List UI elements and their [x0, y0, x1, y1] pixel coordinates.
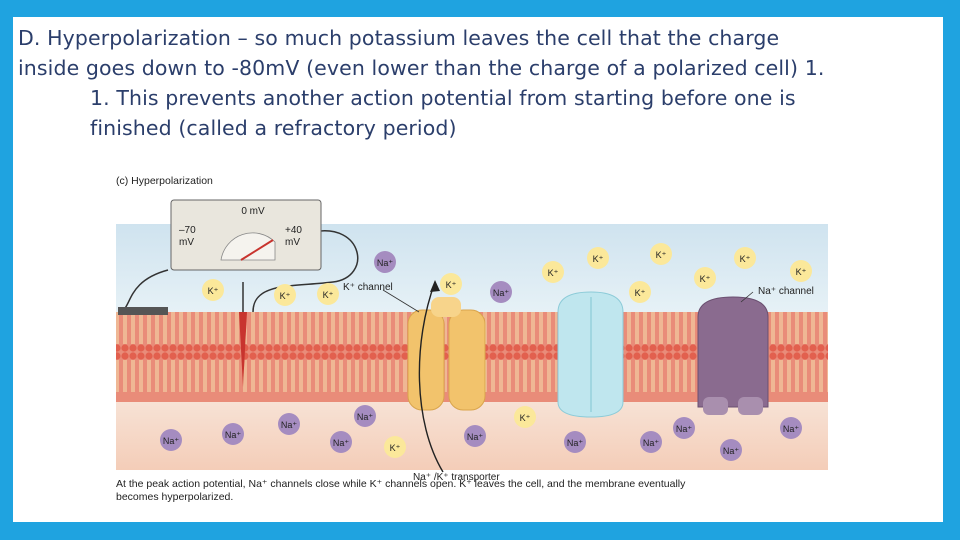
meter-zero-label: 0 mV	[241, 206, 265, 217]
svg-text:K⁺: K⁺	[390, 443, 401, 453]
figure-caption-line-2: becomes hyperpolarized.	[116, 491, 233, 503]
svg-text:K⁺: K⁺	[323, 290, 334, 300]
svg-text:Na⁺: Na⁺	[783, 424, 800, 434]
reference-electrode	[118, 307, 168, 315]
svg-text:Na⁺: Na⁺	[723, 446, 740, 456]
meter-min-unit: mV	[179, 237, 194, 248]
svg-text:K⁺: K⁺	[520, 413, 531, 423]
svg-text:Na⁺: Na⁺	[225, 430, 242, 440]
text-line-3: 1. This prevents another action potentia…	[18, 83, 938, 113]
voltmeter: 0 mV –70 mV +40 mV	[171, 200, 321, 270]
text-line-1: D. Hyperpolarization – so much potassium…	[18, 23, 938, 53]
svg-text:Na⁺: Na⁺	[567, 438, 584, 448]
slide: D. Hyperpolarization – so much potassium…	[13, 17, 943, 522]
svg-text:Na⁺: Na⁺	[467, 432, 484, 442]
k-channel-label: K⁺ channel	[343, 282, 393, 293]
svg-text:Na⁺: Na⁺	[357, 412, 374, 422]
text-line-2: inside goes down to -80mV (even lower th…	[18, 53, 938, 83]
meter-max-value: +40	[285, 225, 302, 236]
text-line-4: finished (called a refractory period)	[18, 113, 938, 143]
svg-text:Na⁺: Na⁺	[333, 438, 350, 448]
svg-text:K⁺: K⁺	[700, 274, 711, 284]
slide-body-text: D. Hyperpolarization – so much potassium…	[18, 23, 938, 143]
svg-text:Na⁺: Na⁺	[676, 424, 693, 434]
svg-text:K⁺: K⁺	[280, 291, 291, 301]
na-channel	[698, 297, 768, 415]
svg-text:Na⁺: Na⁺	[643, 438, 660, 448]
svg-text:Na⁺: Na⁺	[493, 288, 510, 298]
na-k-transporter	[558, 292, 623, 417]
svg-text:K⁺: K⁺	[796, 267, 807, 277]
na-channel-label: Na⁺ channel	[758, 286, 814, 297]
meter-min-value: –70	[179, 225, 196, 236]
svg-text:K⁺: K⁺	[740, 254, 751, 264]
hyperpolarization-figure: (c) Hyperpolarization 0 mV –70 mV +40	[113, 172, 833, 512]
figure-caption-line-1: At the peak action potential, Na⁺ channe…	[116, 478, 686, 490]
svg-text:K⁺: K⁺	[635, 288, 646, 298]
svg-text:K⁺: K⁺	[656, 250, 667, 260]
svg-text:K⁺: K⁺	[208, 286, 219, 296]
panel-title: (c) Hyperpolarization	[116, 175, 213, 187]
svg-text:Na⁺: Na⁺	[377, 258, 394, 268]
svg-text:Na⁺: Na⁺	[163, 436, 180, 446]
svg-text:K⁺: K⁺	[446, 280, 457, 290]
meter-max-unit: mV	[285, 237, 300, 248]
svg-text:K⁺: K⁺	[593, 254, 604, 264]
svg-text:K⁺: K⁺	[548, 268, 559, 278]
svg-text:Na⁺: Na⁺	[281, 420, 298, 430]
